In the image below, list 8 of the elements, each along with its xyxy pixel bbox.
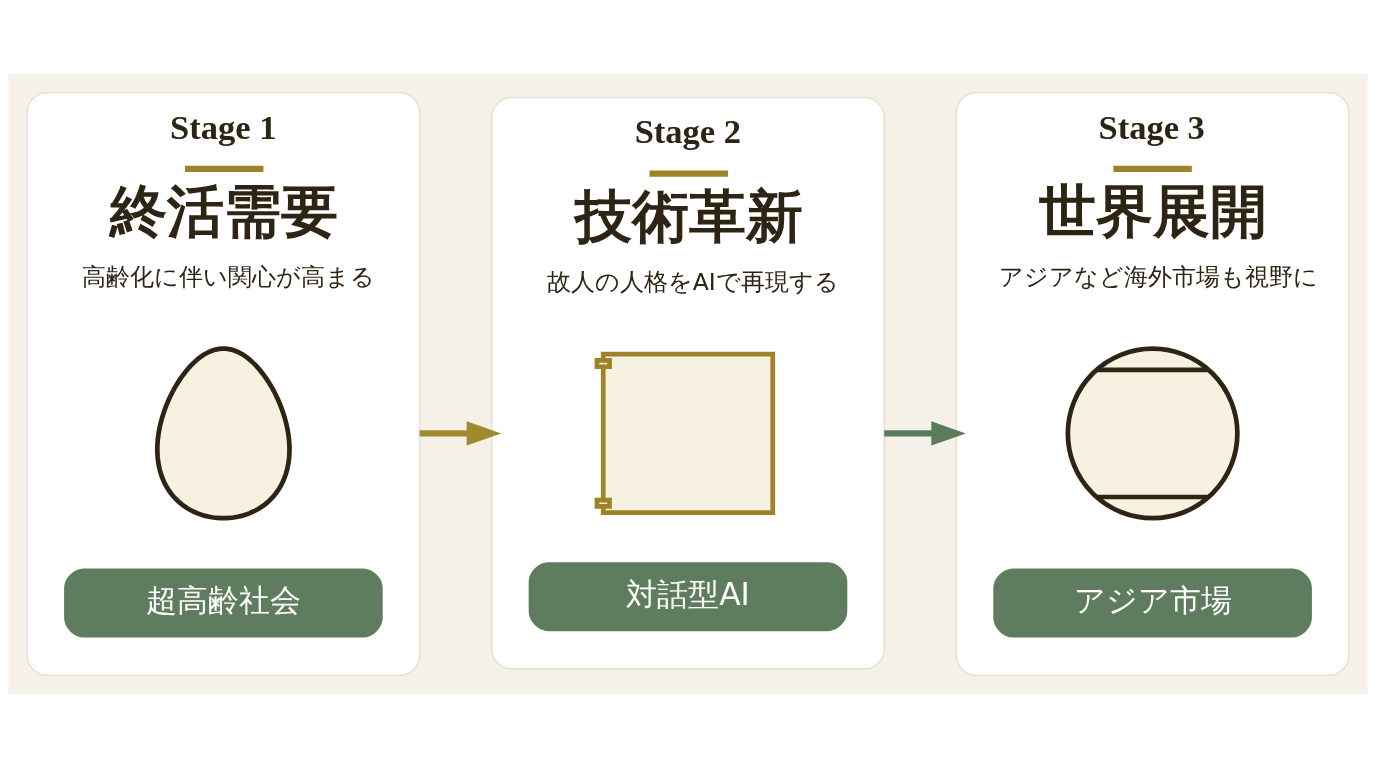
arrow [419,421,502,446]
node-box: 対話型AI [528,562,848,632]
node-circle [1065,346,1240,521]
node-box: アジア市場 [993,568,1312,638]
node-box: 超高齢社会 [64,568,383,638]
arrow [884,421,966,446]
node-box [594,351,776,516]
node-person [154,346,292,521]
